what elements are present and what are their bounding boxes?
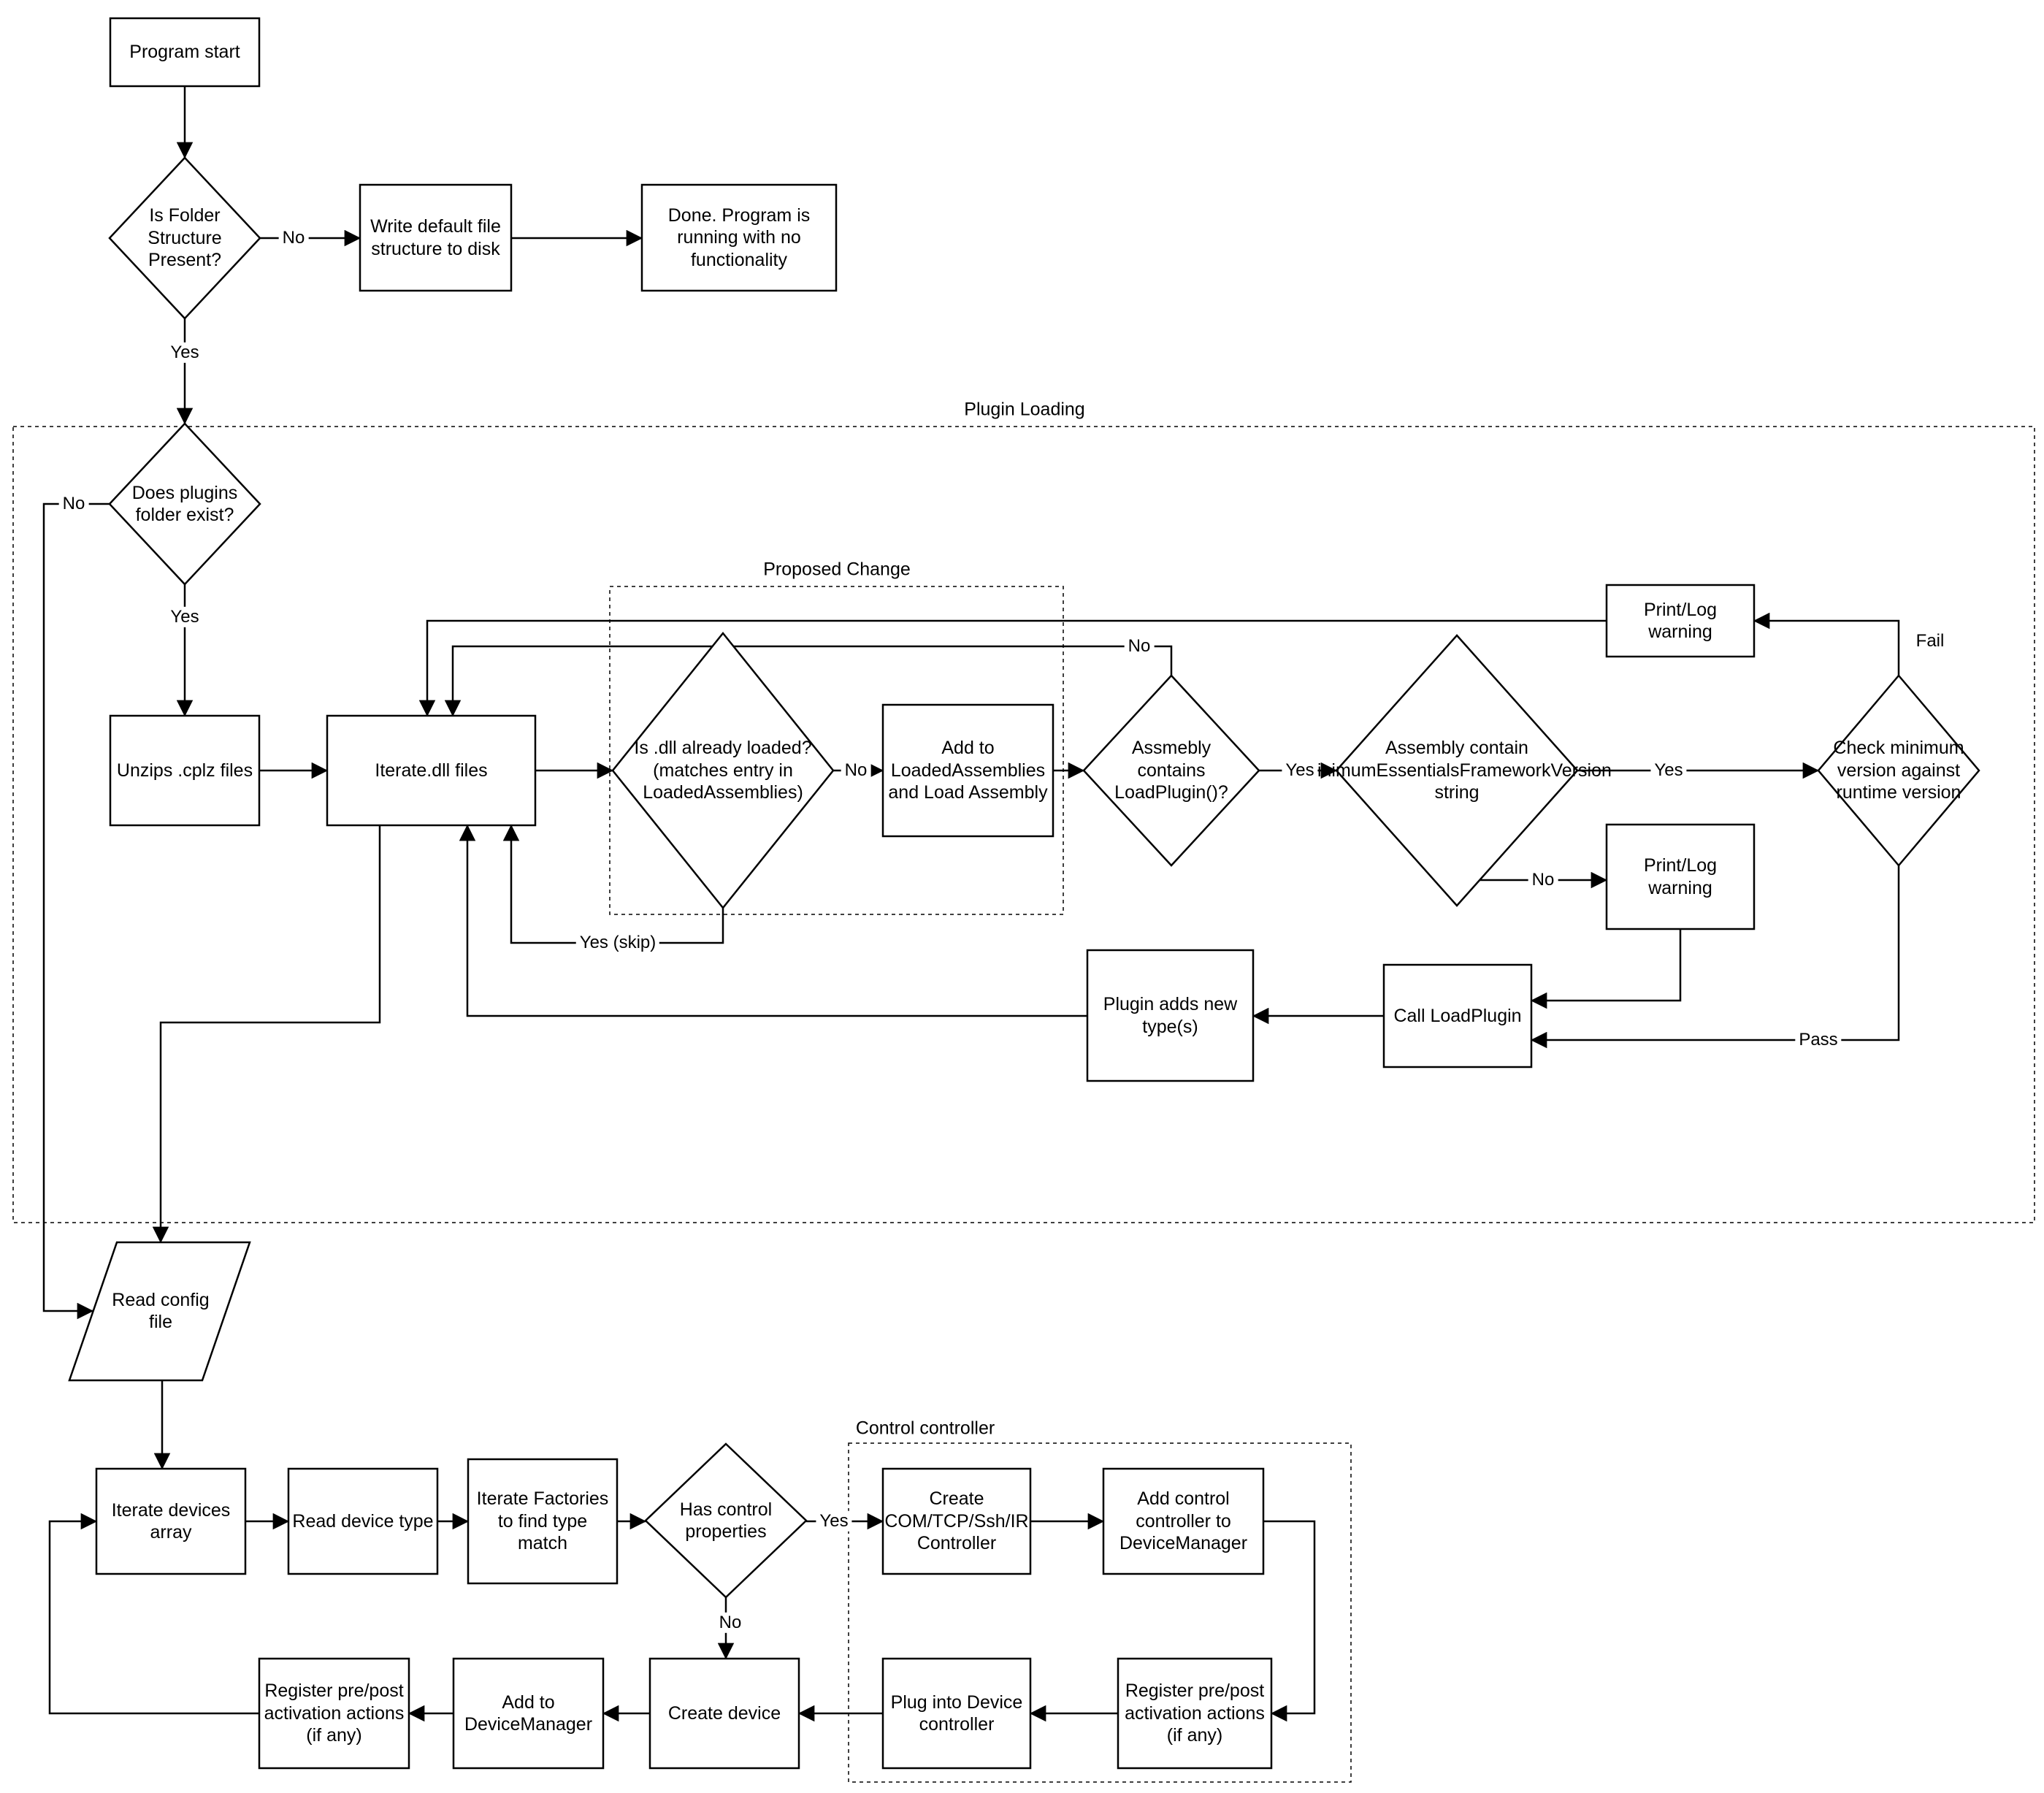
node-shape-read-config <box>68 1241 251 1382</box>
node-iterate-devices: Iterate devices array <box>111 1499 231 1543</box>
node-iterate-dll: Iterate.dll files <box>375 760 488 781</box>
edge-label-minversion-yes: Yes <box>1650 760 1687 781</box>
node-shape-iterate-factories <box>467 1458 619 1585</box>
edge-label-version-fail: Fail <box>1912 630 1948 652</box>
plugin-loading-label: Plugin Loading <box>964 399 1085 420</box>
node-shape-call-loadplugin <box>1382 963 1533 1068</box>
node-shape-unzips-cplz <box>109 714 261 827</box>
node-plugin-adds-types: Plugin adds new type(s) <box>1103 994 1238 1037</box>
plugin-loading-container <box>12 426 2035 1223</box>
node-plug-into-device: Plug into Device controller <box>890 1691 1023 1735</box>
node-shape-dll-loaded-check <box>611 632 835 909</box>
node-shape-program-start <box>109 17 261 88</box>
node-shape-create-controller <box>881 1467 1032 1575</box>
node-iterate-factories: Iterate Factories to find type match <box>476 1488 609 1554</box>
node-shape-add-to-devicemanager <box>452 1657 605 1770</box>
node-shape-min-version-string <box>1335 634 1579 907</box>
edge-warning-top-to-iterate-dll <box>418 619 1607 717</box>
node-create-controller: Create COM/TCP/Ssh/IR Controller <box>884 1488 1029 1554</box>
node-dll-loaded-check: Is .dll already loaded? (matches entry i… <box>634 738 812 803</box>
node-shape-print-log-warning-bottom <box>1605 823 1756 930</box>
node-add-control-controller: Add control controller to DeviceManager <box>1119 1488 1248 1554</box>
node-shape-register-actions-left <box>258 1657 410 1770</box>
edge-register-left-to-iterate-devices <box>48 1513 259 1715</box>
edge-loadplugin-no-to-iterate-dll <box>444 645 1173 717</box>
node-shape-print-log-warning-top <box>1605 584 1756 658</box>
edge-plugins-no-to-read-config <box>42 502 110 1320</box>
proposed-change-container <box>609 586 1064 915</box>
node-shape-done <box>640 183 838 292</box>
node-shape-read-device-type <box>287 1467 439 1575</box>
edge-label-folder-yes: Yes <box>166 342 203 364</box>
node-read-config: Read config file <box>112 1289 210 1333</box>
edge-label-loadplugin-yes: Yes <box>1282 760 1318 781</box>
node-shape-plug-into-device <box>881 1657 1032 1770</box>
edge-label-control-yes: Yes <box>816 1510 852 1532</box>
node-shape-register-actions-right <box>1117 1657 1273 1770</box>
edge-warning-bottom-to-call-loadplugin <box>1530 929 1682 1009</box>
node-check-min-version: Check minimum version against runtime ve… <box>1833 738 1964 803</box>
node-shape-iterate-dll <box>326 714 537 827</box>
node-shape-create-device <box>648 1657 800 1770</box>
node-shape-add-control-controller <box>1102 1467 1265 1575</box>
node-shape-iterate-devices <box>95 1467 247 1575</box>
edge-label-loadplugin-no: No <box>1124 635 1155 657</box>
node-shape-plugins-folder-check <box>108 422 261 586</box>
node-call-loadplugin: Call LoadPlugin <box>1393 1005 1522 1026</box>
node-write-default: Write default file structure to disk <box>370 216 501 259</box>
edge-version-pass-to-call-loadplugin <box>1530 865 1900 1049</box>
edge-label-plugins-yes: Yes <box>166 606 203 628</box>
node-shape-folder-structure-check <box>108 156 261 320</box>
node-print-log-warning-bottom: Print/Log warning <box>1643 855 1718 898</box>
control-controller-container <box>848 1442 1352 1783</box>
node-register-actions-left: Register pre/post activation actions (if… <box>264 1681 405 1746</box>
node-done: Done. Program is running with no functio… <box>667 204 811 270</box>
node-print-log-warning-top: Print/Log warning <box>1643 599 1718 643</box>
edge-version-fail-to-warning-top <box>1753 612 1900 676</box>
node-shape-write-default <box>359 183 513 292</box>
node-add-to-devicemanager: Add to DeviceManager <box>464 1691 593 1735</box>
edge-label-version-pass: Pass <box>1795 1029 1842 1051</box>
node-folder-structure-check: Is Folder Structure Present? <box>148 205 222 271</box>
node-register-actions-right: Register pre/post activation actions (if… <box>1125 1681 1265 1746</box>
node-plugins-folder-check: Does plugins folder exist? <box>131 482 238 526</box>
node-shape-add-loaded-assemblies <box>881 703 1054 838</box>
proposed-change-label: Proposed Change <box>763 559 911 580</box>
node-shape-check-min-version <box>1817 674 1980 867</box>
node-shape-has-control-props <box>644 1442 808 1599</box>
edge-label-minversion-no: No <box>1528 869 1558 891</box>
node-unzips-cplz: Unzips .cplz files <box>116 760 253 781</box>
edge-label-dll-no: No <box>841 760 871 781</box>
node-program-start: Program start <box>129 42 240 63</box>
edge-add-control-to-register-right <box>1263 1520 1316 1722</box>
node-min-version-string: Assembly contain MinimumEssentialsFramew… <box>1302 738 1612 803</box>
node-read-device-type: Read device type <box>292 1510 434 1532</box>
control-controller-label: Control controller <box>855 1418 995 1439</box>
node-shape-contains-loadplugin <box>1082 674 1260 867</box>
edge-label-dll-yes-skip: Yes (skip) <box>575 932 660 954</box>
edge-label-control-no: No <box>715 1612 746 1634</box>
node-shape-plugin-adds-types <box>1086 949 1255 1082</box>
edge-label-folder-no: No <box>278 227 309 249</box>
node-add-loaded-assemblies: Add to LoadedAssemblies and Load Assembl… <box>888 738 1048 803</box>
node-create-device: Create device <box>667 1702 781 1724</box>
node-has-control-props: Has control properties <box>679 1499 773 1542</box>
edge-iterate-dll-to-read-config <box>152 825 381 1244</box>
edge-plugin-adds-to-iterate-dll <box>459 824 1087 1017</box>
edge-label-plugins-no: No <box>58 493 89 515</box>
node-contains-loadplugin: Assmebly contains LoadPlugin()? <box>1114 738 1228 803</box>
